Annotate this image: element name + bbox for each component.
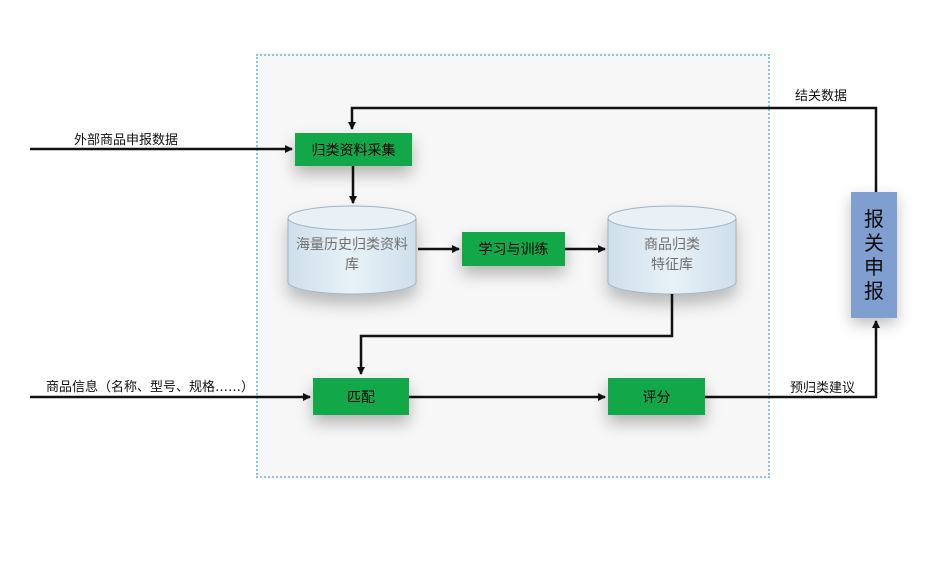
- history-db-cylinder: [287, 205, 417, 295]
- history-db-label: 海量历史归类资料库: [296, 237, 408, 273]
- suggestion-label: 预归类建议: [790, 381, 856, 396]
- product-info-label: 商品信息（名称、型号、规格……）: [46, 380, 255, 395]
- collect-node: 归类资料采集: [295, 133, 412, 166]
- customs-char: 申: [864, 255, 884, 279]
- customs-declaration-node: 报 关 申 报: [851, 192, 897, 318]
- arrow-feature-to-match: [357, 294, 674, 375]
- closing-data-label: 结关数据: [795, 89, 848, 104]
- feature-db-cylinder: [607, 205, 737, 295]
- train-node: 学习与训练: [462, 232, 565, 266]
- customs-char: 报: [864, 207, 884, 231]
- external-data-label: 外部商品申报数据: [74, 133, 179, 148]
- arrow-customs-to-collect: [348, 106, 878, 192]
- score-node: 评分: [608, 378, 705, 415]
- customs-char: 关: [864, 231, 884, 255]
- feature-db-label: 商品归类特征库: [644, 237, 700, 273]
- customs-char: 报: [864, 279, 884, 303]
- arrow-score-to-customs: [705, 320, 880, 399]
- match-node: 匹配: [313, 378, 409, 415]
